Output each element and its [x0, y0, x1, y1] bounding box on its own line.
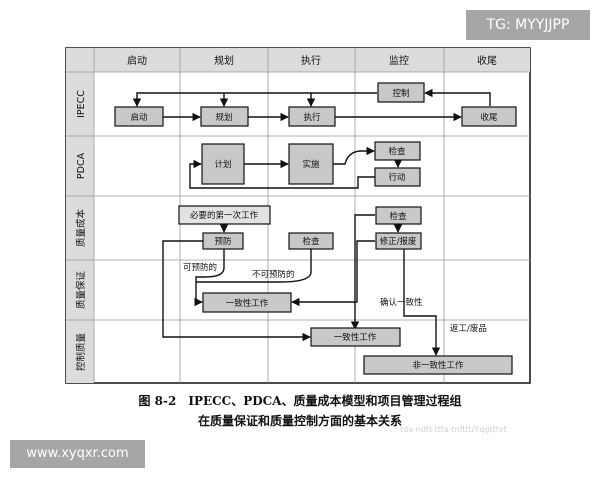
arrow-fix-to-nonconsistent [403, 249, 441, 356]
box-ipecc-exec [288, 106, 336, 127]
box-label-pdca-plan: 计划 [214, 159, 231, 170]
faint-watermark: tda·ndtt ttta·tnfttt/Yqgtttvt [400, 425, 507, 434]
row-header-quality-control: 控制质量 [75, 333, 87, 372]
diagram-frame [65, 47, 531, 384]
box-label-plan: 规划 [215, 112, 232, 123]
label-confirm-consistency: 确认一致性 [380, 297, 423, 308]
box-qctl-consistent [310, 327, 401, 347]
box-label-nonconsistent: 非一致性工作 [412, 360, 464, 371]
label-rework-scrap: 返工/废品 [450, 323, 487, 334]
box-ipecc-plan [200, 106, 249, 127]
column-header-band [66, 48, 530, 72]
caption-line-1: 图 8-2 IPECC、PDCA、质量成本模型和项目管理过程组 [138, 394, 462, 408]
watermark-tg-badge: TG: MYYJJPP [466, 10, 590, 40]
box-label-qa-consistent: 一致性工作 [226, 298, 269, 309]
box-qc-fix [375, 232, 422, 250]
line-inspect-merge [196, 249, 312, 283]
box-label-pdca-act: 行动 [388, 172, 406, 183]
box-label-qctl-consistent: 一致性工作 [334, 332, 377, 343]
box-label-start: 启动 [130, 112, 148, 123]
column-header-initiate: 启动 [127, 54, 147, 67]
box-label-first-work: 必要的第一次工作 [190, 210, 259, 221]
box-qc-check [375, 206, 422, 225]
arrow-monitor-to-start [132, 92, 377, 107]
arrow-check-to-qc-consistent [350, 214, 375, 330]
column-header-monitor: 监控 [389, 54, 409, 67]
column-header-plan: 规划 [214, 54, 234, 67]
row-header-band [66, 72, 94, 383]
arrow-act-to-plan [189, 159, 376, 189]
box-ipecc-start [114, 106, 164, 127]
box-ipecc-monitor [377, 82, 425, 103]
box-qctl-nonconsistent [363, 355, 513, 375]
box-label-monitor: 控制 [392, 88, 409, 99]
row-header-pdca: PDCA [76, 152, 87, 179]
box-label-inspect: 检查 [302, 236, 320, 247]
box-ipecc-close [461, 106, 517, 127]
box-label-pdca-check: 检查 [388, 146, 406, 157]
box-pdca-do [288, 143, 334, 185]
caption-line-2: 在质量保证和质量控制方面的基本关系 [197, 414, 402, 428]
box-label-exec: 执行 [303, 112, 321, 123]
box-label-qc-check: 检查 [389, 211, 407, 222]
box-pdca-check [374, 141, 421, 161]
box-pdca-act [374, 167, 421, 187]
label-preventable: 可预防的 [183, 262, 217, 273]
watermark-url-badge: www.xyqxr.com [10, 440, 145, 468]
arrow-prevent-to-consistent [194, 249, 225, 307]
box-qc-first-work [178, 205, 271, 225]
box-label-close: 收尾 [480, 112, 498, 123]
box-label-prevent: 预防 [214, 236, 232, 247]
row-header-quality-cost: 质量成本 [75, 209, 87, 248]
column-header-execute: 执行 [301, 54, 321, 67]
arrow-do-to-check [333, 146, 375, 165]
column-header-close: 收尾 [477, 54, 497, 67]
box-qa-consistent [202, 292, 292, 313]
box-label-fix: 修正/报废 [380, 236, 417, 247]
arrow-fix-to-consistent [291, 240, 375, 307]
box-label-pdca-do: 实施 [302, 159, 320, 170]
box-pdca-plan [201, 143, 245, 185]
box-qc-prevent [202, 232, 244, 250]
arrow-close-to-monitor [424, 88, 491, 106]
arrow-prevent-to-qc-consistent [162, 240, 311, 342]
label-not-preventable: 不可预防的 [252, 269, 295, 280]
box-qc-inspect [288, 232, 334, 250]
row-header-quality-assurance: 质量保证 [75, 271, 87, 310]
row-header-ipecc: IPECC [76, 90, 87, 118]
